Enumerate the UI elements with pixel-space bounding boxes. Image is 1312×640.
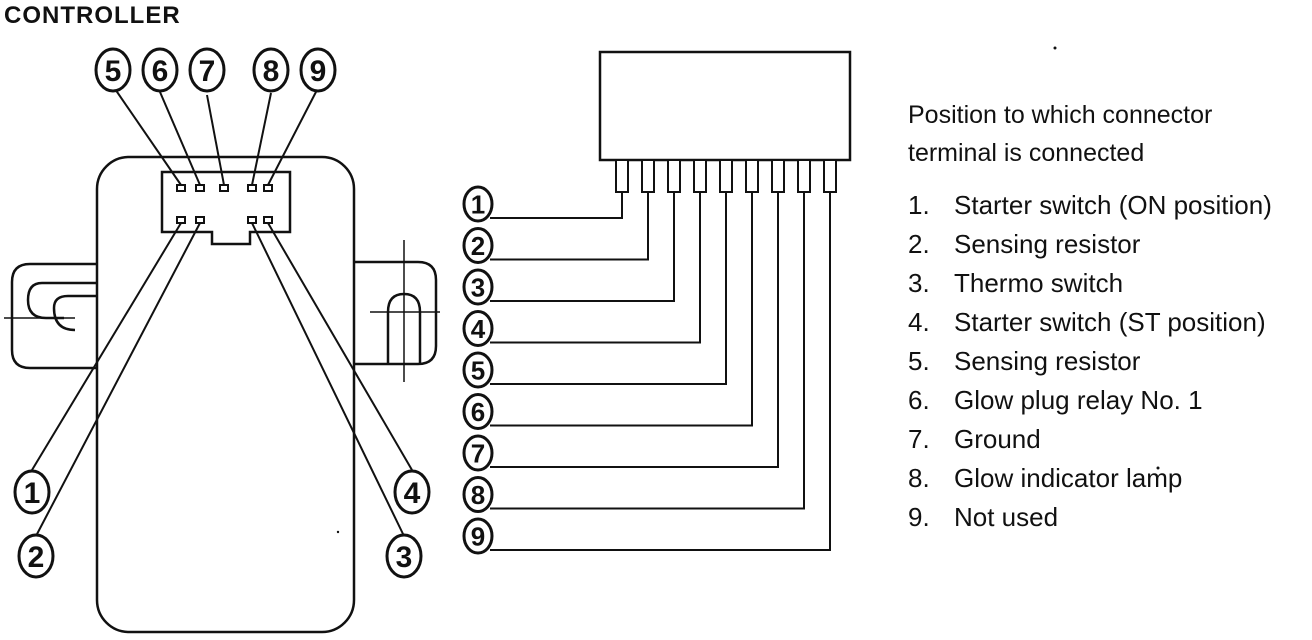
svg-text:5: 5 bbox=[105, 55, 122, 88]
legend-label: Sensing resistor bbox=[954, 229, 1141, 259]
legend-label: Sensing resistor bbox=[954, 346, 1141, 376]
connector-pin-7 bbox=[771, 159, 785, 193]
connector-pin-8 bbox=[797, 159, 811, 193]
legend-number: 2. bbox=[908, 229, 930, 259]
connector-callout-3: 3 bbox=[462, 268, 494, 306]
svg-text:8: 8 bbox=[471, 480, 485, 510]
connector-pin-9 bbox=[823, 159, 837, 193]
svg-text:4: 4 bbox=[471, 314, 486, 344]
controller-callout-6: 6 bbox=[141, 47, 179, 93]
legend-heading-line1: Position to which connector bbox=[908, 101, 1213, 129]
connector-pin-6 bbox=[745, 159, 759, 193]
svg-text:7: 7 bbox=[471, 438, 485, 468]
legend-label: Thermo switch bbox=[954, 268, 1124, 298]
connector-wires bbox=[490, 192, 831, 551]
connector-wire-5 bbox=[490, 192, 727, 385]
legend-item-3: 3. Thermo switch bbox=[908, 264, 1308, 303]
connector-callout-7: 7 bbox=[462, 434, 494, 472]
controller-callout-8: 8 bbox=[252, 47, 290, 93]
controller-callout-3: 3 bbox=[385, 533, 423, 579]
legend-list: 1. Starter switch (ON position) 2. Sensing… bbox=[908, 186, 1308, 537]
terminal-legend: Position to which connector terminal is … bbox=[908, 96, 1308, 537]
controller-callout-2: 2 bbox=[17, 533, 55, 579]
legend-number: 4. bbox=[908, 307, 930, 337]
connector-wire-8 bbox=[490, 192, 805, 510]
controller-callout-9: 9 bbox=[299, 47, 337, 93]
connector-pin-2 bbox=[641, 159, 655, 193]
controller-body bbox=[95, 155, 356, 634]
connector-callout-5: 5 bbox=[462, 351, 494, 389]
svg-text:6: 6 bbox=[471, 397, 485, 427]
legend-label: Glow plug relay No. 1 bbox=[954, 385, 1203, 415]
svg-text:2: 2 bbox=[471, 231, 485, 261]
connector-pin-3 bbox=[667, 159, 681, 193]
legend-item-5: 5. Sensing resistor bbox=[908, 342, 1308, 381]
legend-number: 3. bbox=[908, 268, 930, 298]
connector-wire-9 bbox=[490, 192, 831, 551]
svg-text:9: 9 bbox=[471, 521, 485, 551]
legend-number: 1. bbox=[908, 190, 930, 220]
svg-text:9: 9 bbox=[310, 55, 327, 88]
right-mounting-bracket bbox=[354, 260, 438, 366]
connector-callout-1: 1 bbox=[462, 185, 494, 223]
controller-callout-1: 1 bbox=[13, 469, 51, 515]
legend-number: 8. bbox=[908, 463, 930, 493]
connector-callout-6: 6 bbox=[462, 393, 494, 430]
controller-connector-housing bbox=[160, 170, 292, 246]
connector-wire-7 bbox=[490, 192, 779, 468]
connector-pin-4 bbox=[693, 159, 707, 193]
svg-text:3: 3 bbox=[471, 272, 485, 302]
svg-text:1: 1 bbox=[471, 189, 485, 219]
controller-callout-4: 4 bbox=[393, 469, 431, 515]
legend-number: 9. bbox=[908, 502, 930, 532]
connector-pins bbox=[615, 159, 837, 193]
controller-callout-7: 7 bbox=[188, 47, 226, 93]
legend-item-8: 8. Glow indicator lamp bbox=[908, 459, 1308, 498]
connector-wire-4 bbox=[490, 192, 701, 344]
svg-text:4: 4 bbox=[404, 477, 421, 510]
connector-body bbox=[598, 50, 852, 162]
connector-callout-8: 8 bbox=[462, 476, 494, 513]
connector-pin-5 bbox=[719, 159, 733, 193]
connector-callout-4: 4 bbox=[462, 310, 494, 347]
legend-number: 5. bbox=[908, 346, 930, 376]
connector-callout-2: 2 bbox=[462, 227, 494, 264]
connector-wire-2 bbox=[490, 192, 649, 261]
controller-callout-5: 5 bbox=[94, 47, 132, 93]
legend-number: 7. bbox=[908, 424, 930, 454]
connector-wire-1 bbox=[490, 192, 623, 219]
connector-callout-9: 9 bbox=[462, 517, 494, 555]
legend-label: Glow indicator lamp bbox=[954, 463, 1183, 493]
legend-item-1: 1. Starter switch (ON position) bbox=[908, 186, 1308, 225]
svg-text:5: 5 bbox=[471, 355, 485, 385]
legend-label: Starter switch (ST position) bbox=[954, 307, 1266, 337]
legend-item-2: 2. Sensing resistor bbox=[908, 225, 1308, 264]
legend-number: 6. bbox=[908, 385, 930, 415]
connector-wire-3 bbox=[490, 192, 675, 302]
svg-text:3: 3 bbox=[396, 541, 413, 574]
svg-text:7: 7 bbox=[199, 55, 216, 88]
legend-label: Not used bbox=[954, 502, 1059, 532]
connector-pin-1 bbox=[615, 159, 629, 193]
legend-label: Starter switch (ON position) bbox=[954, 190, 1272, 220]
svg-text:1: 1 bbox=[24, 477, 41, 510]
legend-item-9: 9. Not used bbox=[908, 498, 1308, 537]
svg-text:2: 2 bbox=[28, 541, 45, 574]
legend-item-4: 4. Starter switch (ST position) bbox=[908, 303, 1308, 342]
connector-wire-6 bbox=[490, 192, 753, 427]
svg-text:8: 8 bbox=[263, 55, 280, 88]
legend-label: Ground bbox=[954, 424, 1041, 454]
legend-item-7: 7. Ground bbox=[908, 420, 1308, 459]
legend-item-6: 6. Glow plug relay No. 1 bbox=[908, 381, 1308, 420]
svg-text:6: 6 bbox=[152, 55, 169, 88]
left-mounting-bracket bbox=[10, 262, 97, 370]
diagram-title: CONTROLLER bbox=[4, 2, 181, 29]
legend-heading-line2: terminal is connected bbox=[908, 139, 1145, 167]
